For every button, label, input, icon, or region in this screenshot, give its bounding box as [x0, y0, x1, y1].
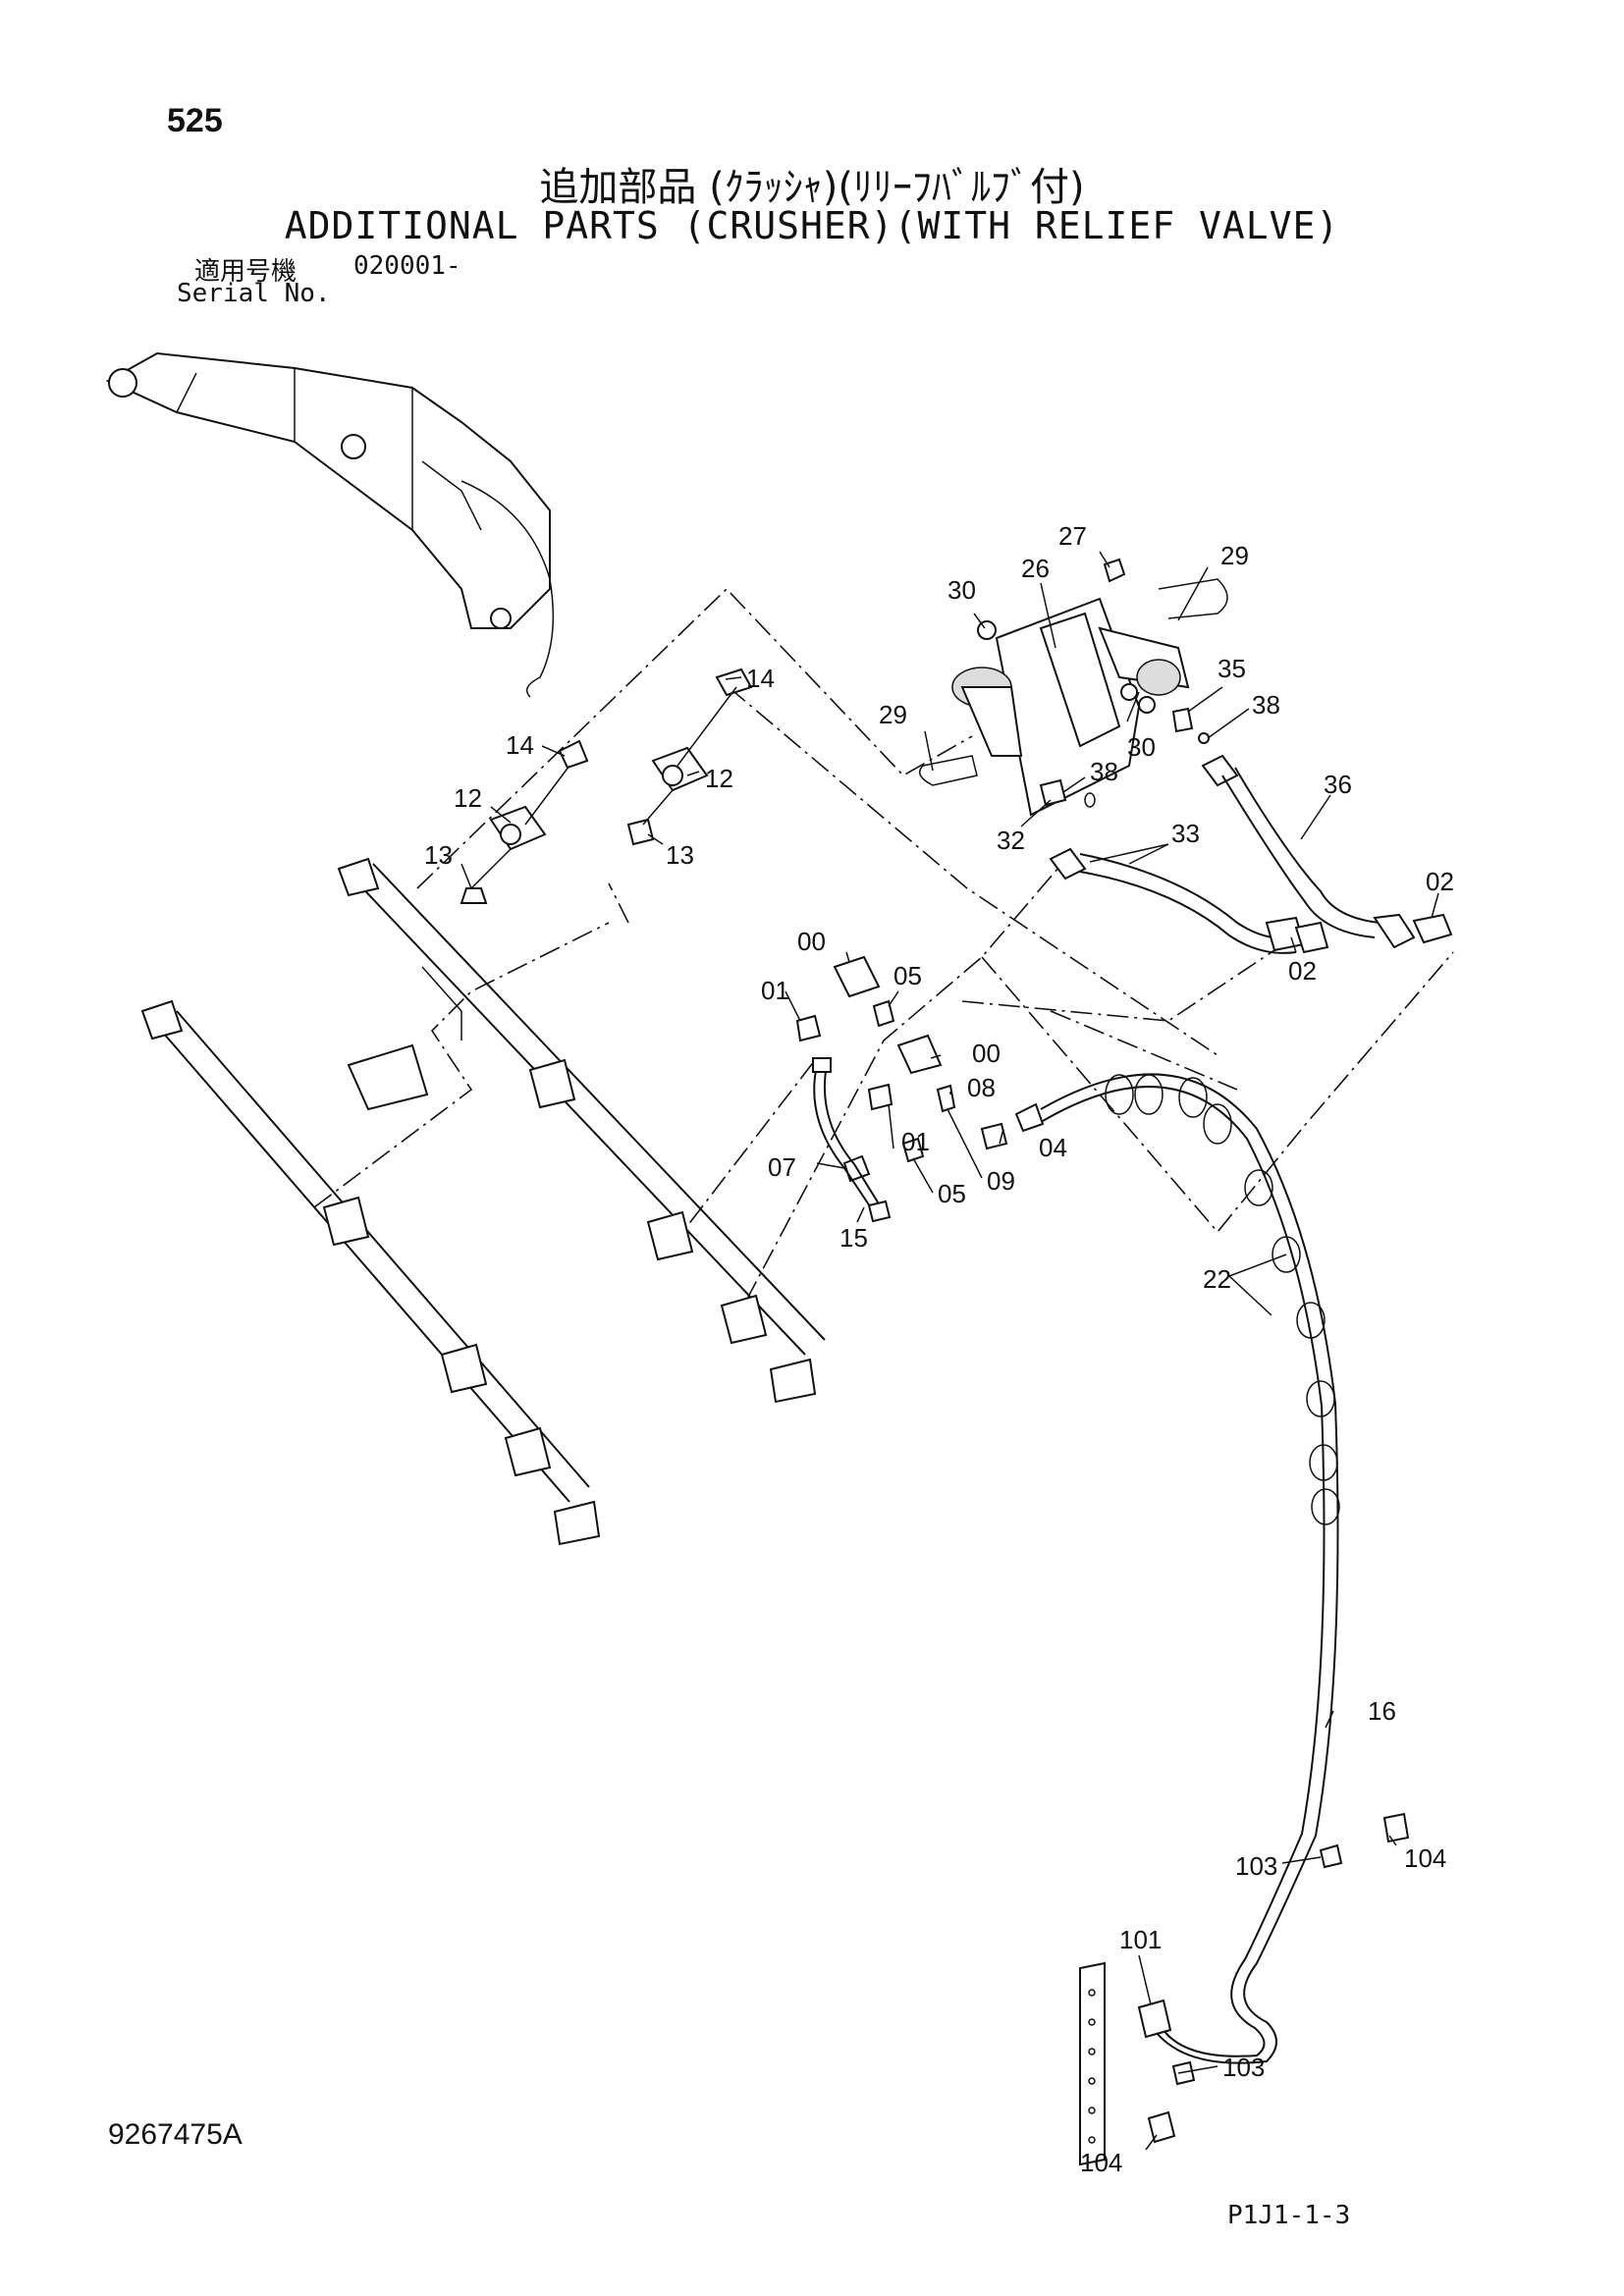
- callout-27: 27: [1058, 521, 1087, 551]
- valve-mounting-bracket: [918, 558, 1228, 817]
- callout-labels: 27 29 30 26 35 38 29 38 30 32 36 33 02 0…: [424, 521, 1454, 2177]
- callout-36: 36: [1324, 770, 1352, 799]
- clamp-assemblies: [460, 667, 753, 904]
- boom-overview-illustration: [105, 351, 555, 698]
- page-number: 525: [167, 102, 223, 139]
- callout-04: 04: [1039, 1133, 1067, 1162]
- callout-15: 15: [839, 1223, 868, 1253]
- page-title-japanese: 追加部品 (ｸﾗｯｼｬ)(ﾘﾘｰﾌﾊﾞﾙﾌﾞ付): [539, 165, 1085, 210]
- callout-09: 09: [987, 1166, 1015, 1196]
- callout-leaders: [460, 551, 1439, 2151]
- callout-104-upper: 104: [1404, 1843, 1446, 1873]
- callout-29-left: 29: [879, 700, 907, 729]
- callout-13-right: 13: [666, 840, 694, 870]
- callout-13-left: 13: [424, 840, 453, 870]
- callout-14-left: 14: [506, 730, 534, 760]
- callout-08: 08: [967, 1073, 996, 1102]
- serial-label-japanese: 適用号機: [194, 257, 298, 287]
- callout-33: 33: [1171, 819, 1200, 848]
- callout-02-upper: 02: [1426, 867, 1454, 896]
- callout-01-lower: 01: [901, 1127, 930, 1156]
- callout-101: 101: [1119, 1925, 1162, 1954]
- callout-12-right: 12: [705, 764, 733, 793]
- serial-label-english: Serial No.: [177, 279, 331, 308]
- callout-104-lower: 104: [1080, 2148, 1122, 2177]
- callout-00-lower: 00: [972, 1039, 1001, 1068]
- long-hose-16: [1014, 1073, 1410, 2166]
- callout-35: 35: [1218, 654, 1246, 683]
- callout-38-left: 38: [1090, 757, 1118, 786]
- callout-01-upper: 01: [761, 976, 789, 1005]
- callout-00-upper: 00: [797, 927, 826, 956]
- callout-22: 22: [1203, 1264, 1231, 1294]
- callout-103-lower: 103: [1222, 2053, 1265, 2082]
- callout-05-upper: 05: [893, 961, 922, 990]
- document-number: 9267475A: [108, 2118, 243, 2151]
- callout-29-top: 29: [1220, 541, 1249, 570]
- callout-38-right: 38: [1252, 690, 1280, 720]
- callout-30-top: 30: [947, 575, 976, 605]
- callout-32: 32: [997, 826, 1025, 855]
- callout-07: 07: [768, 1152, 796, 1182]
- serial-value: 020001-: [353, 251, 461, 281]
- callout-26: 26: [1021, 554, 1050, 583]
- center-fittings: [795, 955, 1008, 1223]
- leader-lines: [313, 587, 1454, 1302]
- page-code: P1J1-1-3: [1227, 2201, 1351, 2230]
- callout-103-upper: 103: [1235, 1851, 1277, 1881]
- page-title-english: ADDITIONAL PARTS (CRUSHER)(WITH RELIEF V…: [284, 204, 1340, 247]
- hoses-upper: [1049, 754, 1453, 954]
- callout-12-left: 12: [454, 783, 482, 813]
- callout-05-lower: 05: [938, 1179, 966, 1208]
- boom-pipe-clamps: [140, 857, 826, 1546]
- callout-14-right: 14: [746, 664, 775, 693]
- callout-02-lower: 02: [1288, 956, 1317, 986]
- callout-30-bottom: 30: [1127, 732, 1156, 762]
- callout-16: 16: [1368, 1696, 1396, 1726]
